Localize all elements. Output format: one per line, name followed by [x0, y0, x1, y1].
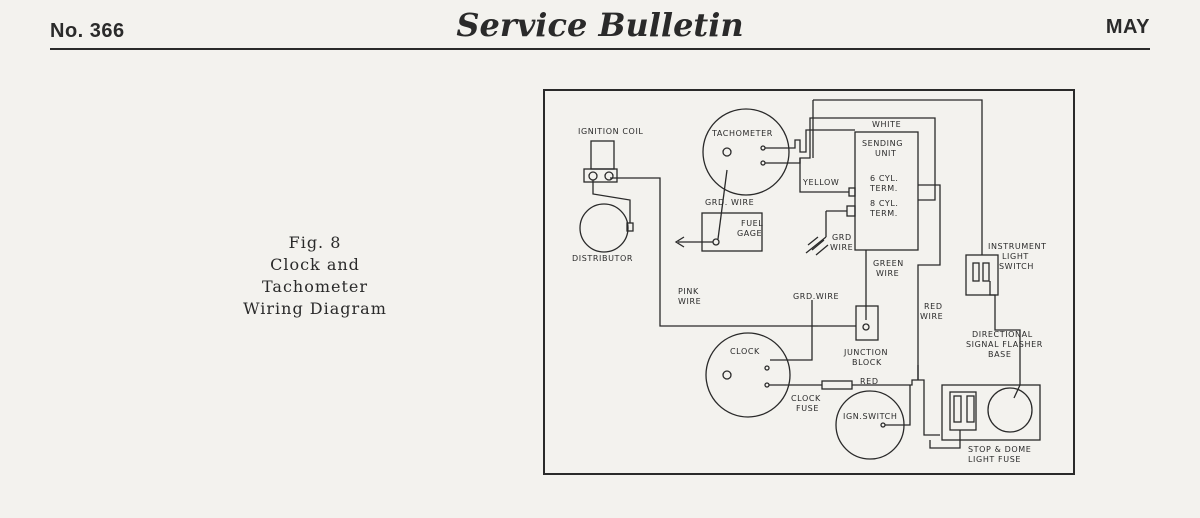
label-6-cyl: 6 CYL. — [870, 174, 899, 183]
label-light: LIGHT — [1002, 252, 1029, 261]
label-ignition-coil: IGNITION COIL — [578, 127, 643, 136]
bulletin-title: Service Bulletin — [456, 6, 744, 44]
ignition-switch — [835, 385, 911, 460]
label-8-cyl-term: TERM. — [869, 209, 898, 218]
figure-number: Fig. 8 — [288, 233, 342, 252]
label-6-cyl-term: TERM. — [869, 184, 898, 193]
header-rule — [50, 48, 1150, 50]
label-green: GREEN — [873, 259, 904, 268]
label-pink: PINK — [678, 287, 699, 296]
distributor — [579, 180, 634, 253]
label-grd-wire-1: GRD. WIRE — [705, 198, 754, 207]
label-grd-2: GRD — [832, 233, 852, 242]
label-tachometer: TACHOMETER — [711, 129, 773, 138]
label-clock-fuse: CLOCK — [791, 394, 821, 403]
junction-block — [855, 305, 879, 341]
label-ign-switch: IGN.SWITCH — [843, 412, 897, 421]
caption-line-2: Tachometer — [261, 277, 369, 296]
tachometer — [702, 108, 790, 196]
bulletin-month: MAY — [1105, 16, 1150, 38]
clock — [705, 332, 791, 418]
label-distributor: DISTRIBUTOR — [572, 254, 633, 263]
instrument-light-switch — [965, 254, 1021, 385]
pink-wire — [610, 177, 810, 327]
label-red: RED — [924, 302, 943, 311]
bulletin-number: No. 366 — [50, 20, 125, 42]
label-fuel: FUEL — [741, 219, 763, 228]
label-gage: GAGE — [737, 229, 762, 238]
diagram-frame — [543, 89, 1075, 475]
label-8-cyl: 8 CYL. — [870, 199, 899, 208]
label-junction: JUNCTION — [843, 348, 888, 357]
caption-line-1: Clock and — [270, 255, 360, 274]
caption-line-3: Wiring Diagram — [243, 299, 387, 318]
diagram-labels: IGNITION COIL DISTRIBUTOR TACHOMETER GRD… — [572, 120, 1047, 464]
label-switch: SWITCH — [999, 262, 1034, 271]
label-pink-wire: WIRE — [678, 297, 701, 306]
label-sending: SENDING — [862, 139, 903, 148]
fuel-gage — [701, 212, 763, 252]
label-unit: UNIT — [875, 149, 897, 158]
label-fuse: FUSE — [796, 404, 819, 413]
label-base: BASE — [988, 350, 1012, 359]
label-clock: CLOCK — [730, 347, 760, 356]
label-instrument: INSTRUMENT — [988, 242, 1047, 251]
label-signal-flasher: SIGNAL FLASHER — [966, 340, 1043, 349]
label-light-fuse: LIGHT FUSE — [968, 455, 1021, 464]
label-wire-2: WIRE — [830, 243, 853, 252]
label-white: WHITE — [872, 120, 901, 129]
clock-fuse — [821, 380, 853, 390]
ground-symbol — [805, 236, 829, 256]
figure-caption: Fig. 8 Clock and Tachometer Wiring Diagr… — [200, 232, 430, 320]
ignition-coil — [583, 140, 618, 183]
label-green-wire: WIRE — [876, 269, 899, 278]
label-yellow: YELLOW — [802, 178, 839, 187]
label-red-wire: WIRE — [920, 312, 943, 321]
label-block: BLOCK — [852, 358, 882, 367]
label-red-2: RED — [860, 377, 879, 386]
label-stop-dome: STOP & DOME — [968, 445, 1031, 454]
directional-flasher-base — [941, 384, 1041, 441]
label-grd-wire-3: GRD.WIRE — [793, 292, 839, 301]
label-directional: DIRECTIONAL — [972, 330, 1033, 339]
